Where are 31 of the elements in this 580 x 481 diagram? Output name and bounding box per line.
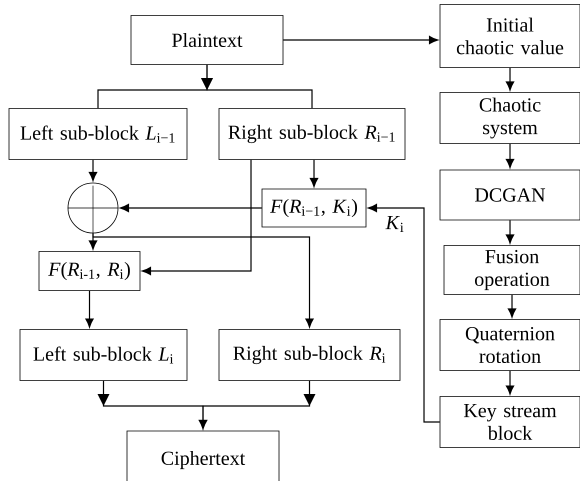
arrow bbox=[506, 144, 514, 168]
function-box: F(R$_{i−1}$, K$_{i}$) bbox=[262, 188, 366, 228]
arrow bbox=[506, 68, 514, 91]
arrow bbox=[88, 160, 98, 182]
arrow bbox=[506, 370, 514, 395]
process-box: Right sub-block R$_{i}$ bbox=[218, 329, 400, 381]
process-box: Left sub-block L$_{i}$ bbox=[20, 329, 188, 381]
process-box: Left sub-block L$_{i−1}$ bbox=[8, 108, 188, 160]
xor-symbol bbox=[67, 182, 119, 234]
process-box: Quaternion rotation bbox=[440, 319, 580, 371]
process-box: Plaintext bbox=[130, 15, 284, 65]
process-box: Ciphertext bbox=[126, 430, 280, 481]
process-box: Chaotic system bbox=[440, 92, 580, 144]
arrow bbox=[508, 294, 516, 318]
process-box: Fusion operation bbox=[444, 245, 580, 295]
process-box: Initial chaotic value bbox=[440, 4, 580, 68]
arrow bbox=[142, 160, 252, 276]
process-box: Right sub-block R$_{i−1}$ bbox=[218, 108, 406, 160]
arrow bbox=[201, 64, 313, 108]
function-box: F(R$_{i-1}$, R$_{i}$) bbox=[38, 251, 140, 291]
arrow bbox=[85, 290, 94, 328]
arrow bbox=[368, 204, 440, 423]
process-box: Key stream block bbox=[440, 396, 580, 448]
arrow bbox=[310, 160, 318, 188]
arrow bbox=[92, 233, 314, 328]
arrow bbox=[198, 380, 316, 430]
edge-label: K$_{i}$ bbox=[384, 214, 406, 234]
arrow bbox=[506, 220, 514, 244]
arrow bbox=[283, 36, 438, 44]
arrow bbox=[120, 204, 262, 212]
process-box: DCGAN bbox=[440, 170, 580, 220]
